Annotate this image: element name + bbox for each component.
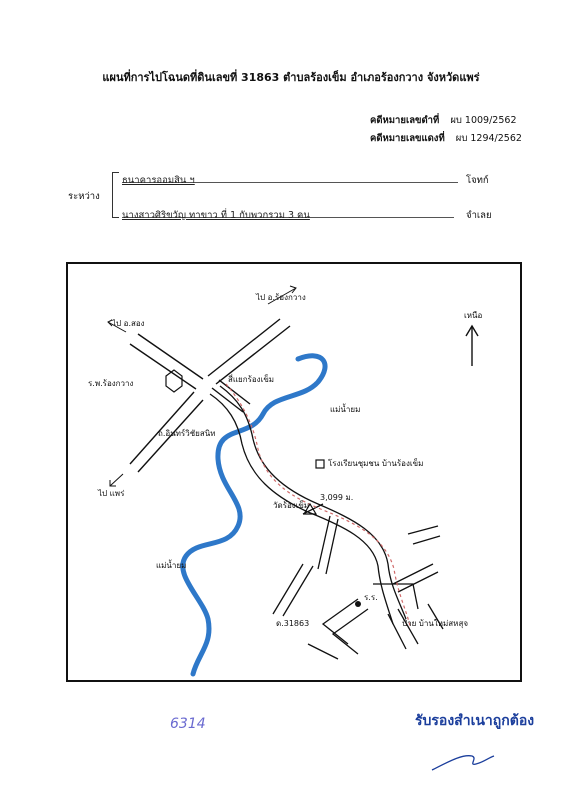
between-label: ระหว่าง bbox=[68, 191, 100, 202]
black-case-value: ผบ 1009/2562 bbox=[450, 115, 517, 126]
label-to-songs: ไป อ.สอง bbox=[111, 319, 145, 328]
label-intersection: สี่แยกร้องเข็ม bbox=[228, 373, 274, 384]
plaintiff-line: ธนาคารออมสิน ฯ bbox=[122, 168, 458, 186]
main-roads bbox=[129, 318, 291, 473]
direction-arrows bbox=[107, 285, 297, 487]
label-village-sign: ป้าย บ้านใหม่สหสุจ bbox=[402, 619, 468, 628]
temple-icon bbox=[302, 502, 318, 515]
label-plot: ด.31863 bbox=[276, 619, 309, 628]
defendant-name: นางสาวศิริขวัญ ทาขาว ที่ 1 กับพวกรวม 3 ค… bbox=[122, 210, 310, 221]
north-arrow-icon bbox=[465, 324, 479, 366]
label-river-top: แม่น้ำยม bbox=[330, 403, 360, 414]
school-icon bbox=[315, 459, 325, 469]
label-to-ampur: ไป อ.ร้องกวาง bbox=[255, 293, 306, 302]
label-school-road: ถ.อินทร์วิชัยสนิท bbox=[158, 428, 215, 438]
label-distance: 3,099 ม. bbox=[320, 493, 353, 502]
plot-marker bbox=[355, 601, 361, 607]
red-case-value: ผบ 1294/2562 bbox=[455, 133, 522, 144]
handwritten-note: 6314 bbox=[170, 716, 206, 732]
black-case-number: คดีหมายเลขดำที่ ผบ 1009/2562 bbox=[370, 113, 516, 128]
label-road-sign: ร.ร. bbox=[364, 593, 378, 602]
party-bracket bbox=[112, 172, 119, 218]
label-to-phrae: ไป แพร่ bbox=[97, 489, 125, 498]
defendant-line: นางสาวศิริขวัญ ทาขาว ที่ 1 กับพวกรวม 3 ค… bbox=[122, 203, 454, 221]
red-case-number: คดีหมายเลขแดงที่ ผบ 1294/2562 bbox=[370, 131, 522, 146]
label-school: โรงเรียนชุมชน บ้านร้องเข็ม bbox=[328, 458, 423, 468]
river bbox=[180, 353, 328, 677]
document-title: แผนที่การไปโฉนดที่ดินเลขที่ 31863 ตำบลร้… bbox=[102, 71, 480, 84]
red-case-label: คดีหมายเลขแดงที่ bbox=[370, 133, 445, 144]
label-north: เหนือ bbox=[464, 311, 482, 320]
signature-mark bbox=[431, 755, 495, 771]
label-temple: วัดร้องเข็ม bbox=[273, 500, 309, 510]
certified-stamp: รับรองสำเนาถูกต้อง bbox=[415, 713, 535, 729]
map-drawing: ไป อ.ร้องกวาง ไป อ.สอง ร.พ.ร้องกวาง สี่แ… bbox=[88, 285, 482, 677]
plaintiff-role: โจทก์ bbox=[466, 175, 489, 186]
black-case-label: คดีหมายเลขดำที่ bbox=[370, 115, 440, 126]
location-map: ไป อ.ร้องกวาง ไป อ.สอง ร.พ.ร้องกวาง สี่แ… bbox=[66, 262, 522, 682]
route-path bbox=[225, 383, 411, 627]
local-road bbox=[209, 385, 444, 660]
hospital-icon bbox=[165, 369, 183, 393]
label-hospital: ร.พ.ร้องกวาง bbox=[88, 379, 133, 388]
plaintiff-name: ธนาคารออมสิน ฯ bbox=[122, 175, 195, 186]
label-river-bottom: แม่น้ำยม bbox=[156, 559, 186, 570]
defendant-role: จำเลย bbox=[466, 210, 492, 221]
